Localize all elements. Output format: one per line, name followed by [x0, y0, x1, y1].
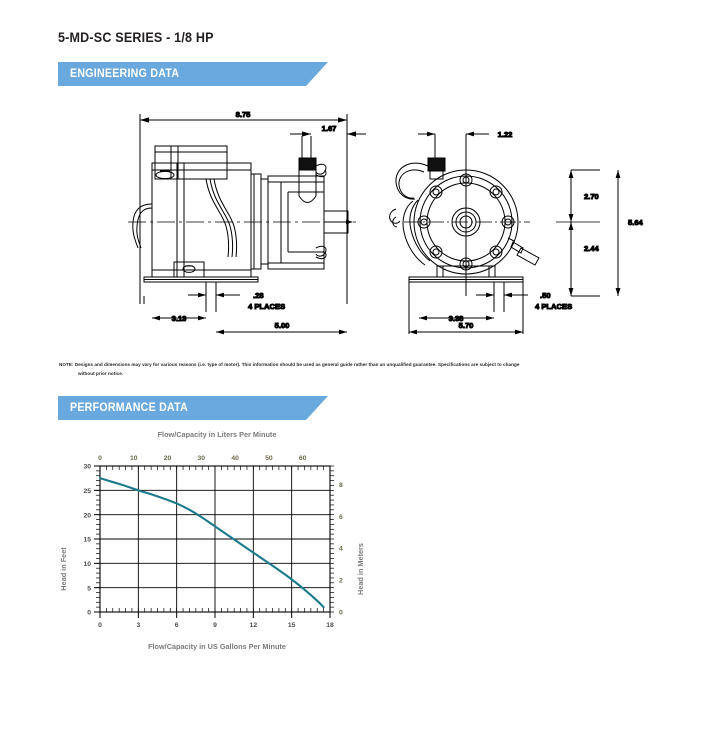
- chart-xtick-label: 12: [250, 622, 258, 629]
- engineering-drawing: 8.75 1.67: [0, 96, 726, 351]
- svg-text:.28: .28: [253, 291, 264, 300]
- chart-xtick-label: 3: [136, 622, 140, 629]
- chart-ytick-label: 0: [87, 610, 91, 617]
- chart-curve: [98, 477, 325, 609]
- chart-x2tick-label: 10: [130, 455, 138, 462]
- chart-y2tick-label: 6: [339, 514, 343, 521]
- chart-xtick-label: 9: [213, 622, 217, 629]
- drawing-note-body: NOTE: Designs and dimensions may vary fo…: [59, 362, 520, 367]
- chart-y2-axis-title: Head in Meters: [356, 543, 365, 595]
- side-view-group: 8.75 1.67: [128, 110, 366, 335]
- svg-text:4 PLACES: 4 PLACES: [248, 302, 285, 311]
- section-banner-engineering: ENGINEERING DATA: [58, 62, 328, 86]
- chart-ytick-label: 5: [87, 585, 91, 592]
- page-title: 5-MD-SC SERIES - 1/8 HP: [58, 30, 214, 45]
- chart-xtick-label: 15: [288, 622, 296, 629]
- chart-ytick-label: 15: [83, 537, 91, 544]
- svg-text:2.44: 2.44: [584, 244, 600, 253]
- drawing-note-continuation: without prior notice.: [78, 370, 124, 376]
- chart-x2tick-label: 60: [299, 455, 307, 462]
- chart-ytick-label: 30: [83, 464, 91, 471]
- performance-chart: Flow/Capacity in Liters Per Minute Flow/…: [0, 424, 726, 664]
- svg-text:3.13: 3.13: [172, 314, 187, 323]
- chart-top-axis-title: Flow/Capacity in Liters Per Minute: [158, 430, 277, 439]
- chart-ytick-label: 10: [83, 561, 91, 568]
- svg-text:4 PLACES: 4 PLACES: [535, 302, 572, 311]
- chart-ytick-label: 25: [83, 488, 91, 495]
- front-view-group: 1.22: [389, 130, 644, 335]
- svg-text:5.70: 5.70: [459, 321, 474, 330]
- chart-x2tick-label: 0: [98, 455, 102, 462]
- svg-text:5.64: 5.64: [628, 218, 644, 227]
- drawing-note: NOTE: Designs and dimensions may vary fo…: [59, 361, 679, 379]
- chart-x-axis-title: Flow/Capacity in US Gallons Per Minute: [148, 642, 286, 651]
- chart-x2tick-label: 40: [231, 455, 239, 462]
- chart-ytick-label: 20: [83, 512, 91, 519]
- chart-y2tick-label: 2: [339, 578, 343, 585]
- chart-xtick-label: 0: [98, 622, 102, 629]
- section-banner-performance: PERFORMANCE DATA: [58, 396, 328, 420]
- chart-x2tick-label: 20: [164, 455, 172, 462]
- chart-x2tick-label: 50: [265, 455, 273, 462]
- svg-text:5.00: 5.00: [275, 321, 290, 330]
- chart-x2tick-label: 30: [198, 455, 206, 462]
- svg-text:1.22: 1.22: [498, 130, 513, 139]
- chart-y2tick-label: 8: [339, 482, 343, 489]
- chart-xtick-label: 18: [326, 622, 334, 629]
- chart-y2tick-label: 4: [339, 546, 343, 553]
- chart-xtick-label: 6: [175, 622, 179, 629]
- svg-text:3.38: 3.38: [449, 314, 464, 323]
- svg-text:8.75: 8.75: [236, 110, 252, 119]
- svg-text:.50: .50: [540, 291, 551, 300]
- svg-text:1.67: 1.67: [322, 124, 337, 133]
- section-banner-performance-label: PERFORMANCE DATA: [70, 402, 189, 414]
- svg-text:2.70: 2.70: [584, 192, 599, 201]
- chart-y-axis-title: Head in Feet: [59, 547, 68, 591]
- chart-y2tick-label: 0: [339, 610, 343, 617]
- section-banner-engineering-label: ENGINEERING DATA: [70, 68, 180, 80]
